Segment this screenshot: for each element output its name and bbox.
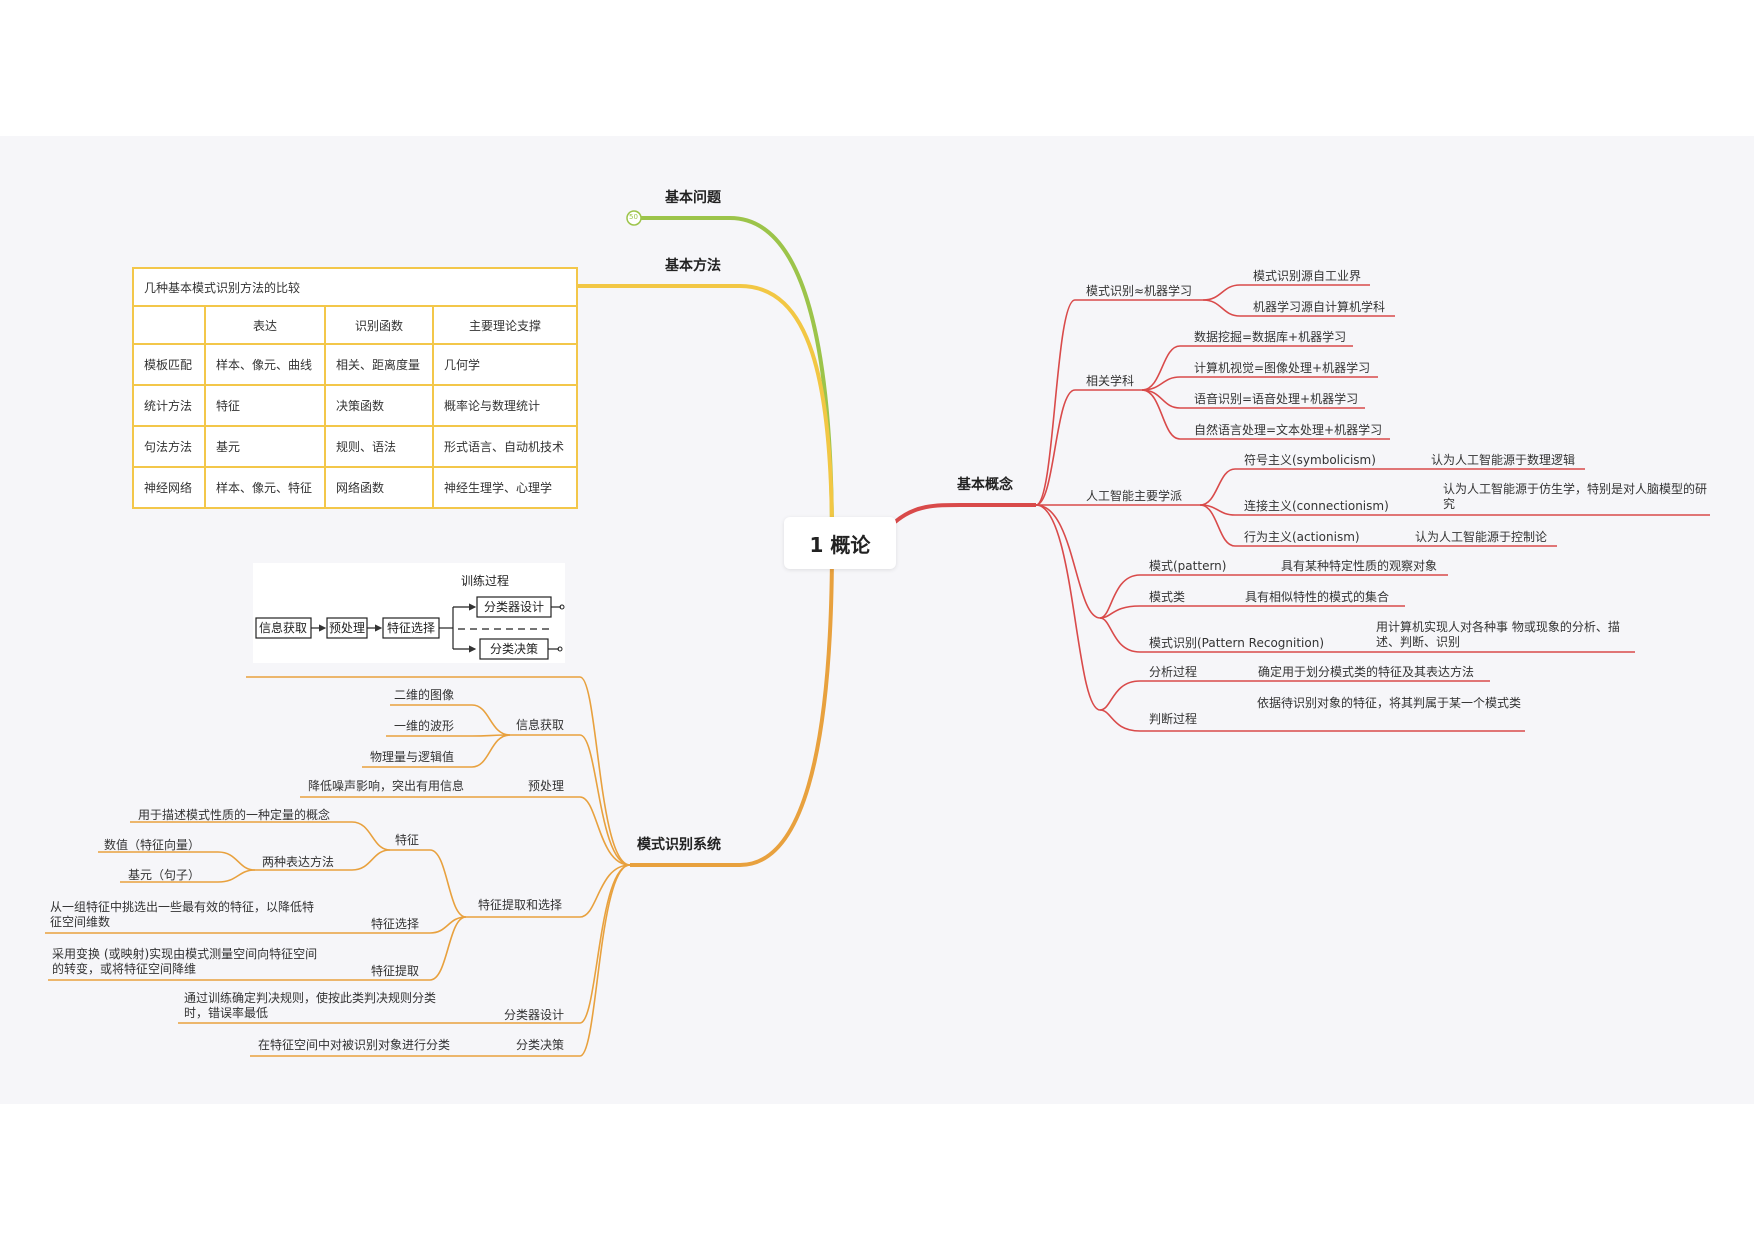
table-row: 模板匹配 样本、像元、曲线 相关、距离度量 几何学 <box>132 343 578 386</box>
node-process-analysis[interactable]: 分析过程 <box>1149 665 1198 679</box>
node-def-pattern[interactable]: 模式(pattern) <box>1149 559 1227 573</box>
table-cell: 概率论与数理统计 <box>432 384 578 427</box>
node-item[interactable]: 自然语言处理=文本处理+机器学习 <box>1194 423 1383 437</box>
node-item[interactable]: 确定用于划分模式类的特征及其表达方法 <box>1258 665 1475 679</box>
node-item[interactable]: 认为人工智能源于数理逻辑 <box>1431 453 1576 467</box>
table-row: 神经网络 样本、像元、特征 网络函数 神经生理学、心理学 <box>132 466 578 509</box>
node-def-class[interactable]: 模式类 <box>1149 590 1186 604</box>
figure-box-label: 分类决策 <box>490 642 538 656</box>
node-item[interactable]: 二维的图像 <box>394 688 455 702</box>
node-item[interactable]: 数据挖掘=数据库+机器学习 <box>1194 330 1347 344</box>
table-row: 句法方法 基元 规则、语法 形式语言、自动机技术 <box>132 425 578 468</box>
node-item[interactable]: 降低噪声影响，突出有用信息 <box>308 779 465 793</box>
root-topic[interactable]: 1 概论 <box>784 517 896 569</box>
node-acquire[interactable]: 信息获取 <box>516 718 565 732</box>
branch-system[interactable]: 模式识别系统 <box>637 837 721 853</box>
node-item[interactable]: 物理量与逻辑值 <box>370 750 455 764</box>
node-feature-select[interactable]: 特征选择 <box>371 917 420 931</box>
table-cell: 样本、像元、特征 <box>204 466 326 509</box>
node-item[interactable]: 通过训练确定判决规则，使按此类判决规则分类时，错误率最低 <box>184 991 437 1020</box>
process-flow-figure: 训练过程 信息获取 预处理 特征选择 分类器设计 分类决策 <box>253 563 565 663</box>
node-feature[interactable]: 特征 <box>395 833 420 847</box>
node-process-judge[interactable]: 判断过程 <box>1149 712 1198 726</box>
node-feature-extraction[interactable]: 特征提取 <box>371 964 420 978</box>
branch-problem[interactable]: 基本问题 <box>665 190 721 206</box>
node-item[interactable]: 采用变换 (或映射)实现由模式测量空间向特征空间的转变，或将特征空间降维 <box>52 947 318 976</box>
branch-concept[interactable]: 基本概念 <box>957 477 1013 493</box>
node-pr-ml[interactable]: 模式识别≈机器学习 <box>1086 284 1193 298</box>
node-item[interactable]: 认为人工智能源于仿生学，特别是对人脑模型的研究 <box>1443 482 1708 511</box>
node-item[interactable]: 依据待识别对象的特征，将其判属于某一个模式类 <box>1257 696 1522 710</box>
node-item[interactable]: 基元（句子） <box>128 868 201 882</box>
table-header-row: 表达 识别函数 主要理论支撑 <box>132 305 578 345</box>
node-item[interactable]: 连接主义(connectionism) <box>1244 499 1389 513</box>
node-preprocess[interactable]: 预处理 <box>528 779 565 793</box>
branch-method[interactable]: 基本方法 <box>665 258 721 274</box>
table-row: 统计方法 特征 决策函数 概率论与数理统计 <box>132 384 578 427</box>
table-cell: 决策函数 <box>324 384 434 427</box>
table-cell: 规则、语法 <box>324 425 434 468</box>
table-cell: 特征 <box>204 384 326 427</box>
node-related[interactable]: 相关学科 <box>1086 374 1135 388</box>
node-classify-decision[interactable]: 分类决策 <box>516 1038 565 1052</box>
table-header-cell <box>132 305 206 345</box>
node-item[interactable]: 计算机视觉=图像处理+机器学习 <box>1194 361 1371 375</box>
node-ai-schools[interactable]: 人工智能主要学派 <box>1086 489 1183 503</box>
table-cell: 神经网络 <box>132 466 206 509</box>
figure-box-label: 特征选择 <box>387 620 435 635</box>
node-classifier-design[interactable]: 分类器设计 <box>504 1008 565 1022</box>
table-cell: 基元 <box>204 425 326 468</box>
comparison-table: 几种基本模式识别方法的比较 表达 识别函数 主要理论支撑 模板匹配 样本、像元、… <box>132 267 578 509</box>
node-def-pr[interactable]: 模式识别(Pattern Recognition) <box>1149 636 1325 650</box>
table-cell: 统计方法 <box>132 384 206 427</box>
node-expr[interactable]: 两种表达方法 <box>262 855 335 869</box>
node-item[interactable]: 行为主义(actionism) <box>1244 530 1360 544</box>
table-cell: 网络函数 <box>324 466 434 509</box>
table-cell: 样本、像元、曲线 <box>204 343 326 386</box>
table-header-cell: 表达 <box>204 305 326 345</box>
table-header-cell: 主要理论支撑 <box>432 305 578 345</box>
node-item[interactable]: 数值（特征向量） <box>104 838 201 852</box>
figure-box-label: 预处理 <box>329 621 365 635</box>
problem-badge[interactable]: 50 <box>629 213 638 221</box>
node-item[interactable]: 机器学习源自计算机学科 <box>1253 300 1386 314</box>
figure-box-label: 分类器设计 <box>484 600 544 614</box>
figure-box-label: 信息获取 <box>259 620 307 635</box>
table-cell: 几何学 <box>432 343 578 386</box>
node-item[interactable]: 具有某种特定性质的观察对象 <box>1281 559 1438 573</box>
node-item[interactable]: 用计算机实现人对各种事 物或现象的分析、描述、判断、识别 <box>1376 620 1620 649</box>
table-title: 几种基本模式识别方法的比较 <box>132 267 578 307</box>
node-item[interactable]: 语音识别=语音处理+机器学习 <box>1194 392 1359 406</box>
node-item[interactable]: 模式识别源自工业界 <box>1253 269 1362 283</box>
node-feature-extract-select[interactable]: 特征提取和选择 <box>478 898 563 912</box>
node-item[interactable]: 在特征空间中对被识别对象进行分类 <box>258 1038 451 1052</box>
table-cell: 相关、距离度量 <box>324 343 434 386</box>
figure-title: 训练过程 <box>461 573 509 588</box>
node-item[interactable]: 一维的波形 <box>394 719 455 733</box>
node-item[interactable]: 符号主义(symbolicism) <box>1244 453 1376 467</box>
node-item[interactable]: 用于描述模式性质的一种定量的概念 <box>138 808 331 822</box>
table-header-cell: 识别函数 <box>324 305 434 345</box>
table-cell: 模板匹配 <box>132 343 206 386</box>
node-item[interactable]: 具有相似特性的模式的集合 <box>1245 590 1390 604</box>
table-cell: 形式语言、自动机技术 <box>432 425 578 468</box>
table-cell: 神经生理学、心理学 <box>432 466 578 509</box>
node-item[interactable]: 认为人工智能源于控制论 <box>1415 530 1548 544</box>
table-cell: 句法方法 <box>132 425 206 468</box>
node-item[interactable]: 从一组特征中挑选出一些最有效的特征，以降低特征空间维数 <box>50 900 315 929</box>
